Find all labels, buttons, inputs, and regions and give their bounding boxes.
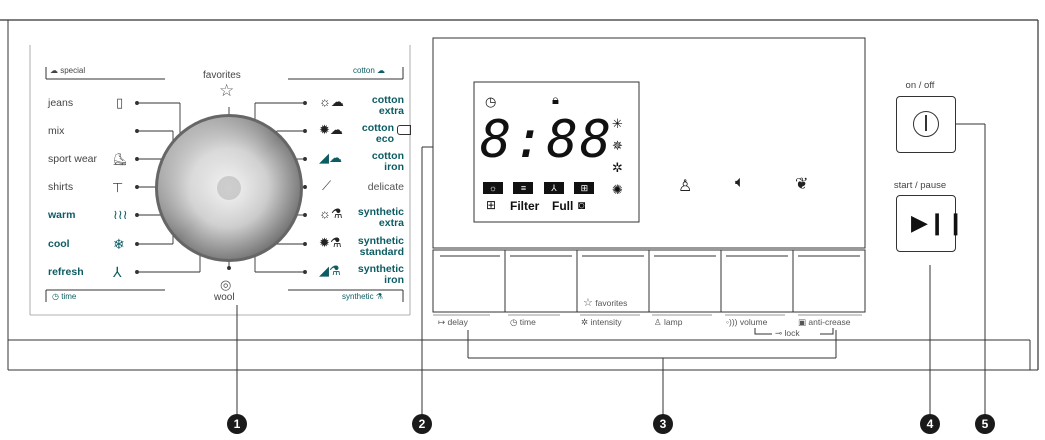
spin-icon-4: ✺	[612, 182, 623, 197]
temp-high-icon: ✹☁	[319, 122, 343, 137]
delay-arrow-icon: ↦	[438, 317, 446, 327]
cotton-icon: ☁	[377, 66, 386, 75]
heat-waves-icon: ≀≀≀	[113, 207, 128, 222]
callout-5: 5	[975, 414, 995, 434]
special-header: ☁ special	[50, 66, 86, 75]
star-icon: ☆	[583, 297, 593, 309]
full-label: Full	[552, 199, 574, 213]
clock-icon: ◷	[52, 292, 59, 301]
anti-crease-label: ▣ anti-crease	[798, 317, 851, 327]
cool-icon: ❄	[113, 236, 125, 252]
special-icon: ☁	[50, 66, 58, 75]
key-icon: ⊸	[775, 328, 783, 338]
power-icon	[913, 111, 939, 137]
on-off-label: on / off	[905, 80, 935, 91]
lcd-symbol-row: ☼ ≡ ⅄ ⊞	[483, 178, 595, 196]
lamp-button[interactable]	[650, 257, 720, 311]
anti-crease-button[interactable]	[794, 257, 864, 311]
synthetic-low-icon: ☼⚗	[319, 206, 343, 221]
wool-label: wool	[214, 292, 235, 303]
refresh-icon: ⅄	[113, 264, 122, 280]
synthetic-high-icon: ✹⚗	[319, 235, 342, 250]
volume-icon: ◦)))	[726, 317, 738, 327]
start-pause-label: start / pause	[893, 180, 947, 191]
time-button[interactable]	[506, 257, 576, 311]
program-selector-knob[interactable]	[158, 117, 300, 259]
clock-icon: ◷	[510, 317, 518, 327]
callout-2: 2	[412, 414, 432, 434]
program-shirts: shirts	[48, 181, 74, 193]
sun-box-icon: ☼	[483, 182, 503, 194]
program-cool: cool	[48, 238, 70, 250]
volume-indicator-icon: 🔈︎	[735, 174, 745, 191]
time-label: ◷ time	[510, 317, 536, 327]
spin-icon-3: ✲	[612, 160, 623, 175]
door-lock-icon: 🔒︎	[552, 92, 559, 107]
eco-leaf-indicator-icon: ❦	[795, 176, 809, 193]
basket-box-icon: ≡	[513, 182, 534, 194]
spin-icon-2: ✵	[612, 138, 623, 153]
program-mix: mix	[48, 125, 65, 137]
flask-icon: ⚗	[375, 292, 383, 301]
volume-button[interactable]	[722, 257, 792, 311]
play-pause-icon: ▶❙❙	[911, 210, 965, 235]
jeans-icon: ▯	[116, 95, 124, 110]
on-off-button[interactable]	[896, 96, 956, 153]
callout-4: 4	[920, 414, 940, 434]
program-warm: warm	[48, 209, 76, 221]
intensity-icon: ✲	[581, 317, 589, 327]
lamp-label: ♙ lamp	[654, 317, 683, 327]
timer-icon: ◷	[485, 94, 497, 109]
delay-button[interactable]	[434, 257, 504, 311]
time-header: ◷ time	[52, 292, 77, 301]
program-sport-wear: sport wear	[48, 153, 98, 165]
favorites-label: favorites	[203, 70, 241, 81]
start-pause-button[interactable]: ▶❙❙	[896, 195, 965, 252]
refresh-box-icon: ⅄	[543, 182, 564, 194]
iron-icon: ◢☁	[319, 150, 342, 165]
shirt-icon: ⊤	[112, 180, 124, 195]
spin-icon-1: ✳	[612, 116, 623, 131]
feather-icon: ⟋	[322, 178, 332, 193]
delay-label: ↦ delay	[438, 317, 468, 327]
star-icon: ☆	[219, 81, 235, 100]
wool-icon: ◎	[220, 277, 232, 292]
lamp-icon: ♙	[654, 317, 662, 327]
full-drum-icon: ◙	[578, 198, 586, 212]
volume-label: ◦))) volume	[726, 317, 768, 327]
lamp-indicator-icon: ♙	[678, 178, 693, 195]
program-delicate: delicate	[367, 181, 404, 193]
program-jeans: jeans	[48, 97, 74, 109]
anti-crease-icon: ▣	[798, 317, 807, 327]
cotton-header: cotton ☁	[353, 66, 386, 75]
program-refresh: refresh	[48, 266, 84, 278]
callout-1: 1	[227, 414, 247, 434]
favorites-button-label: ☆ favorites	[583, 297, 628, 309]
grid-box-icon: ⊞	[574, 182, 595, 194]
synthetic-header: synthetic ⚗	[342, 292, 383, 301]
temp-low-icon: ☼☁	[319, 94, 344, 109]
filter-grid-icon: ⊞	[486, 198, 497, 212]
intensity-label: ✲ intensity	[581, 317, 622, 327]
callout-3: 3	[653, 414, 673, 434]
eco-tag-icon	[397, 125, 411, 135]
sport-wear-icon: ⛸	[112, 152, 128, 166]
synthetic-iron-icon: ◢⚗	[319, 263, 341, 278]
lock-label: ⊸ lock	[775, 328, 800, 338]
filter-label: Filter	[510, 199, 540, 213]
lcd-digits: 8:88	[480, 110, 614, 170]
